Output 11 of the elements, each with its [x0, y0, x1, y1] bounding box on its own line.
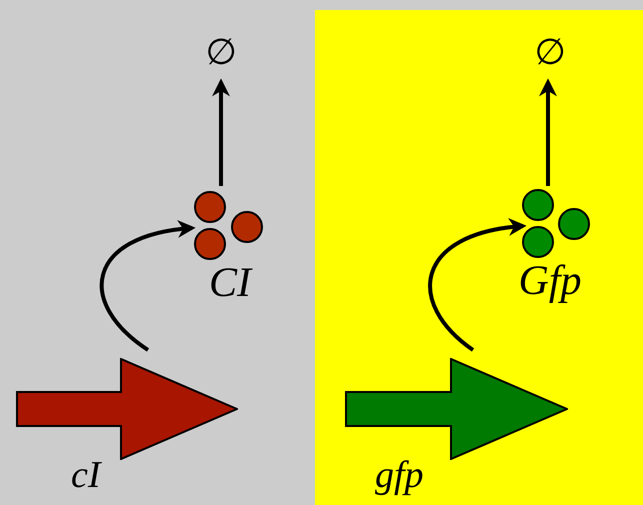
- gene-label: cI: [71, 456, 101, 494]
- arrow: [428, 218, 527, 352]
- protein-label: Gfp: [518, 260, 582, 302]
- gene-label: gfp: [375, 456, 424, 494]
- protein-label: CI: [208, 262, 254, 304]
- arrow: [539, 78, 557, 186]
- background-panel: [315, 10, 643, 505]
- empty-set-symbol: ∅: [534, 31, 566, 75]
- empty-set-symbol: ∅: [204, 31, 238, 75]
- arrow: [212, 78, 230, 186]
- arrow: [100, 220, 196, 352]
